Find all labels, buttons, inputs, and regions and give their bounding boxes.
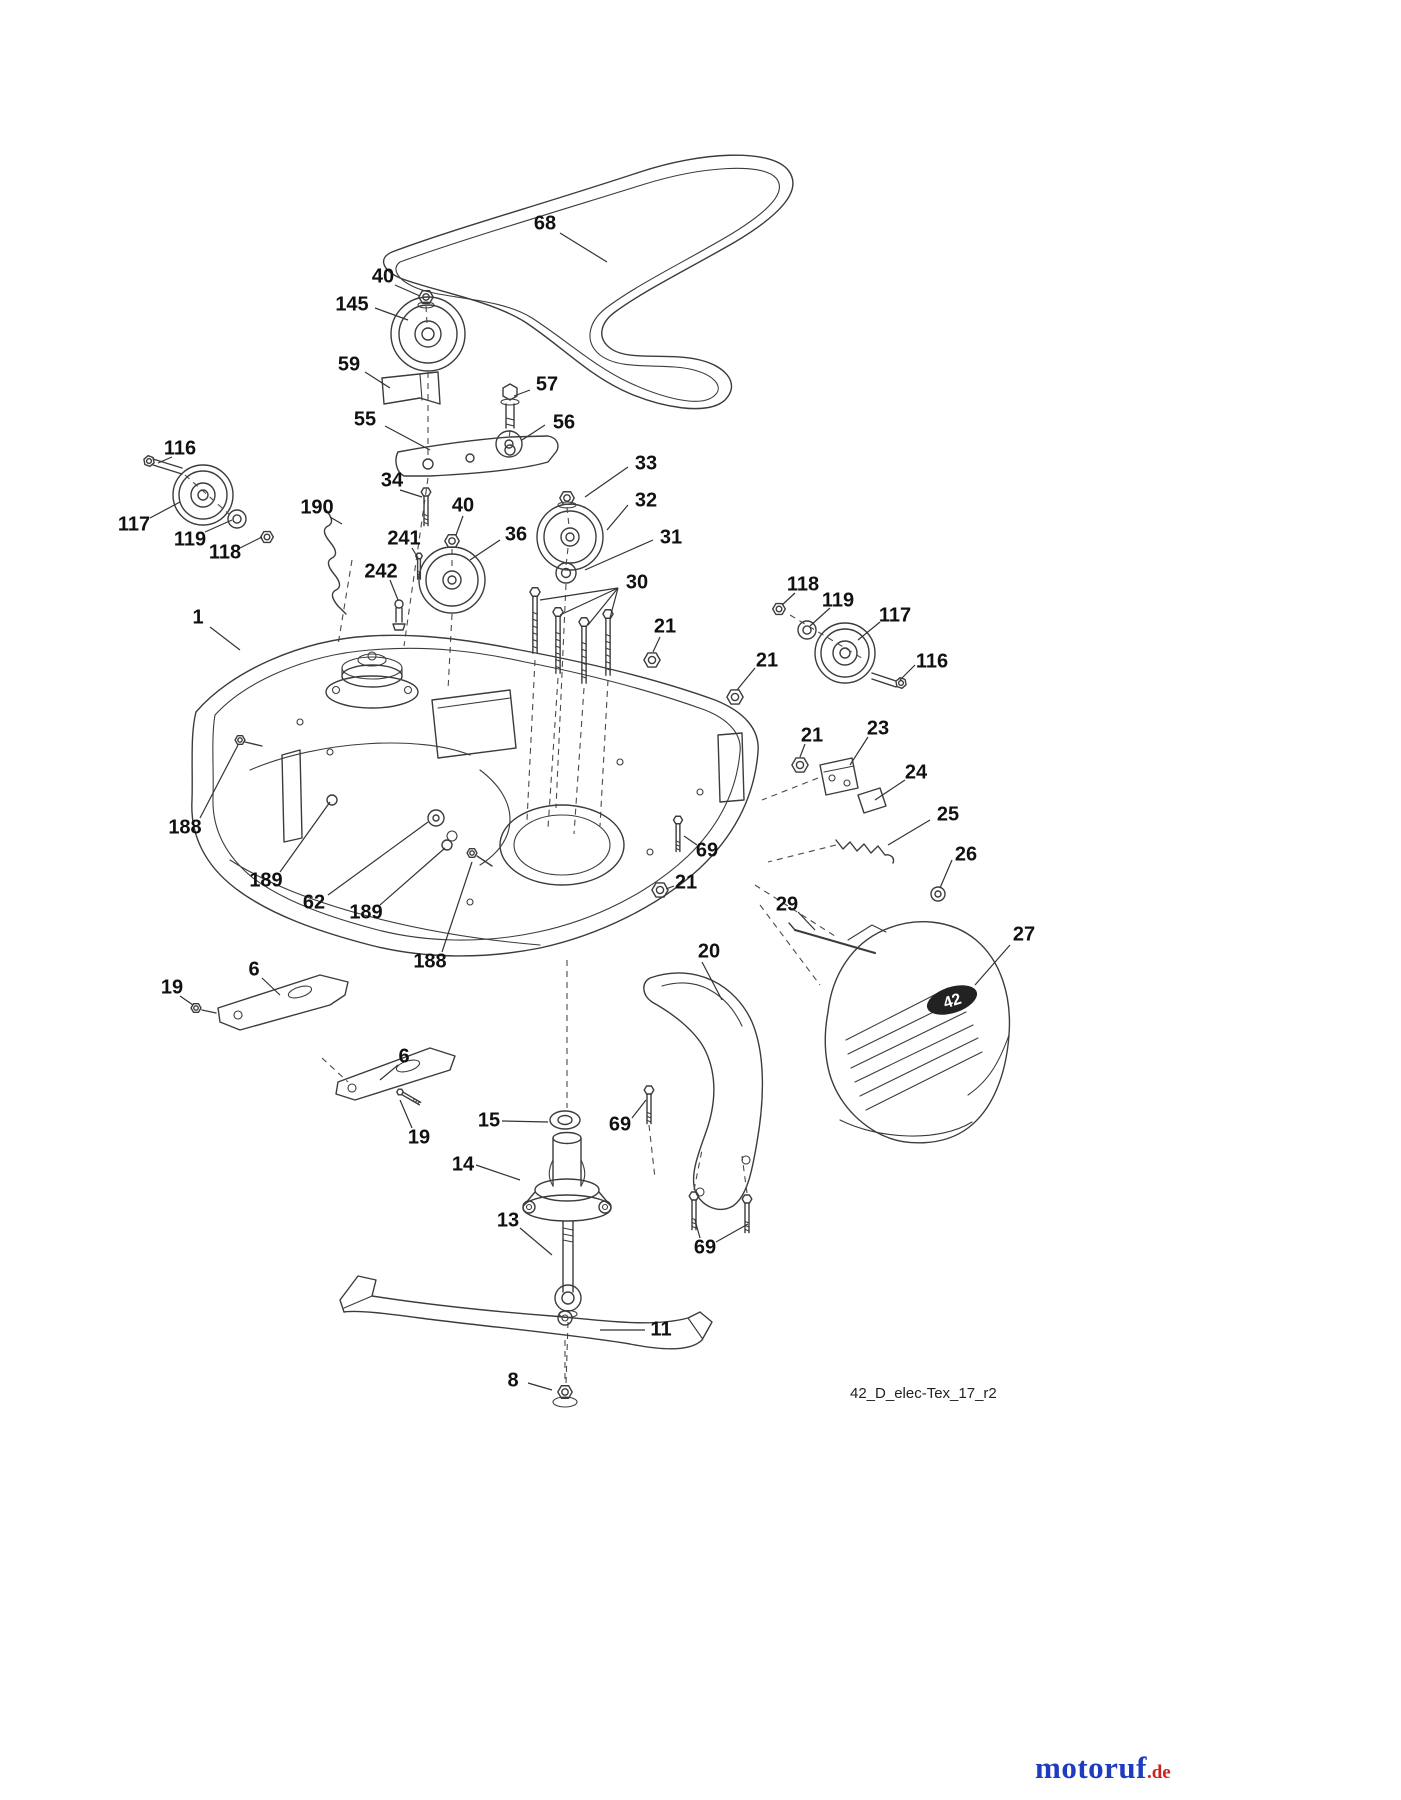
callout-1: 1 (192, 606, 204, 629)
idler-pulley-assembly (382, 290, 558, 646)
callout-20: 20 (697, 940, 721, 963)
callout-34: 34 (380, 469, 404, 492)
callout-8: 8 (507, 1369, 519, 1392)
callout-33: 33 (634, 452, 658, 475)
callout-21: 21 (800, 724, 824, 747)
gauge-wheel-right (772, 603, 909, 690)
callout-119: 119 (173, 528, 207, 551)
watermark: motoruf.de (1035, 1750, 1171, 1786)
carriage-bolts-30 (527, 587, 614, 834)
callout-69: 69 (695, 839, 719, 862)
callout-117: 117 (117, 513, 151, 536)
watermark-suffix: .de (1146, 1762, 1171, 1783)
callout-19: 19 (160, 976, 184, 999)
callout-26: 26 (954, 843, 978, 866)
mower-deck-housing (192, 635, 809, 956)
grease-fitting-242 (393, 600, 405, 630)
callout-118: 118 (208, 541, 242, 564)
callout-15: 15 (477, 1109, 501, 1132)
callout-117: 117 (878, 604, 912, 627)
tension-spring (324, 510, 352, 645)
spindle-mandrel-assembly (523, 960, 611, 1384)
callout-19: 19 (407, 1126, 431, 1149)
callout-59: 59 (337, 353, 361, 376)
callout-6: 6 (248, 958, 260, 981)
callout-24: 24 (904, 761, 928, 784)
deck-size-label: 42 (941, 991, 963, 1013)
callout-25: 25 (936, 803, 960, 826)
drawing-code: 42_D_elec-Tex_17_r2 (850, 1385, 997, 1402)
callout-69: 69 (608, 1113, 632, 1136)
callout-56: 56 (552, 411, 576, 434)
flat-idler-assembly (419, 534, 485, 690)
gauge-wheel-left (141, 454, 274, 543)
callout-242: 242 (364, 560, 398, 583)
suspension-brackets (190, 975, 455, 1107)
callout-13: 13 (496, 1209, 520, 1232)
leader-lines (150, 233, 1010, 1390)
callout-189: 189 (249, 869, 283, 892)
callout-30: 30 (625, 571, 649, 594)
callout-21: 21 (755, 649, 779, 672)
spindle-pulley-stack (537, 491, 603, 808)
idler-bracket-hardware (762, 758, 945, 953)
discharge-deflector: 42 (755, 885, 1009, 1143)
callout-6: 6 (398, 1045, 410, 1068)
mulch-baffle (644, 973, 763, 1234)
callout-116: 116 (915, 650, 949, 673)
callout-27: 27 (1012, 923, 1036, 946)
callout-32: 32 (634, 489, 658, 512)
drive-belt (384, 155, 793, 408)
callout-241: 241 (387, 527, 421, 550)
callout-14: 14 (451, 1153, 475, 1176)
callout-21: 21 (674, 871, 698, 894)
callout-40: 40 (451, 494, 475, 517)
callout-29: 29 (775, 893, 799, 916)
callout-23: 23 (866, 717, 890, 740)
callout-119: 119 (821, 589, 855, 612)
callout-118: 118 (786, 573, 820, 596)
callout-21: 21 (653, 615, 677, 638)
callout-11: 11 (650, 1318, 672, 1341)
callout-145: 145 (335, 293, 369, 316)
callout-36: 36 (504, 523, 528, 546)
callout-57: 57 (535, 373, 559, 396)
callout-188: 188 (413, 950, 447, 973)
callout-190: 190 (300, 496, 334, 519)
deck-size-badge (926, 985, 978, 1015)
callout-69: 69 (693, 1236, 717, 1259)
watermark-main: motoruf (1035, 1750, 1147, 1785)
callout-31: 31 (659, 526, 683, 549)
callout-189: 189 (349, 901, 383, 924)
callout-55: 55 (353, 408, 377, 431)
callout-62: 62 (302, 891, 326, 914)
mower-blade (340, 1276, 712, 1407)
callout-68: 68 (533, 212, 557, 235)
callout-40: 40 (371, 265, 395, 288)
callout-116: 116 (163, 437, 197, 460)
callout-188: 188 (168, 816, 202, 839)
